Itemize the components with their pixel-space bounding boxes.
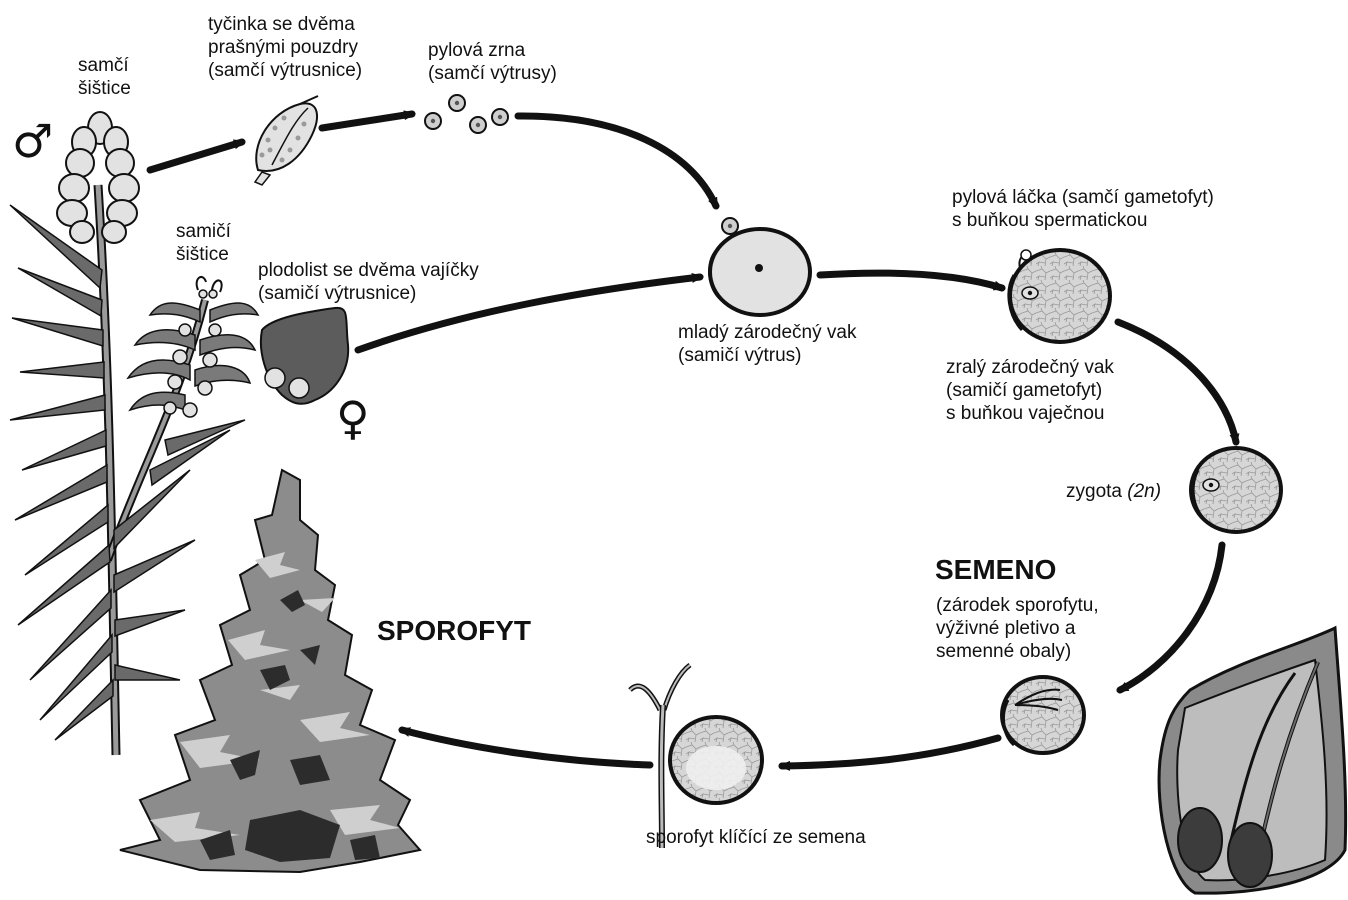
male-cone-drawing	[56, 111, 140, 244]
label-pollen: pylová zrna (samčí výtrusy)	[428, 40, 557, 84]
label-young-sac: mladý zárodečný vak (samičí výtrus)	[678, 322, 857, 366]
arrow-zygote-to-seed	[1116, 541, 1226, 694]
label-male-cone: samčí šištice	[78, 55, 131, 99]
label-mature-sac: zralý zárodečný vak (samičí gametofyt) s…	[946, 357, 1114, 424]
conifer-branch	[9, 184, 246, 756]
female-symbol: ♀	[336, 391, 370, 445]
germinating-seed-drawing	[628, 662, 764, 849]
label-zygote: zygota (2n)	[1066, 481, 1162, 502]
arrow-pollen-to-sac	[514, 112, 720, 210]
arrow-young-to-mature	[816, 269, 1006, 292]
cycle-arrows	[146, 110, 1240, 771]
male-symbol: ♂	[12, 114, 54, 168]
zygote-ploidy: (2n)	[1127, 481, 1162, 502]
arrow-seed-to-seedling	[778, 734, 1002, 771]
label-stamen: tyčinka se dvěma prašnými pouzdry (samčí…	[208, 14, 363, 81]
female-cone-drawing	[126, 275, 260, 418]
label-female-cone: samičí šištice	[176, 221, 231, 265]
arrow-cone-to-stamen	[146, 138, 246, 174]
arrow-seedling-to-tree	[398, 726, 654, 769]
carpel-drawing	[259, 306, 350, 405]
young-embryo-sac-drawing	[708, 217, 812, 317]
zygote-drawing	[1189, 446, 1283, 534]
arrow-stamen-to-pollen	[318, 110, 416, 132]
label-seedling: sporofyt klíčící ze semena	[646, 827, 866, 848]
spruce-tree-drawing	[119, 468, 422, 874]
arrow-mature-to-zygote	[1114, 318, 1240, 446]
stamen-drawing	[253, 95, 319, 186]
pollen-grains-drawing	[424, 94, 509, 134]
seed-drawing	[1000, 675, 1086, 755]
label-seed-title: SEMENO	[935, 554, 1057, 585]
arrow-carpel-to-sac	[354, 272, 704, 354]
label-seed-desc: (zárodek sporofytu, výživné pletivo a se…	[936, 595, 1099, 662]
label-sporophyte: SPOROFYT	[377, 615, 532, 646]
label-pollen-tube: pylová láčka (samčí gametofyt) s buňkou …	[952, 187, 1214, 231]
seed-cross-section-drawing	[1157, 625, 1348, 895]
label-carpel: plodolist se dvěma vajíčky (samičí výtru…	[258, 260, 479, 304]
mature-embryo-sac-drawing	[1007, 248, 1112, 344]
